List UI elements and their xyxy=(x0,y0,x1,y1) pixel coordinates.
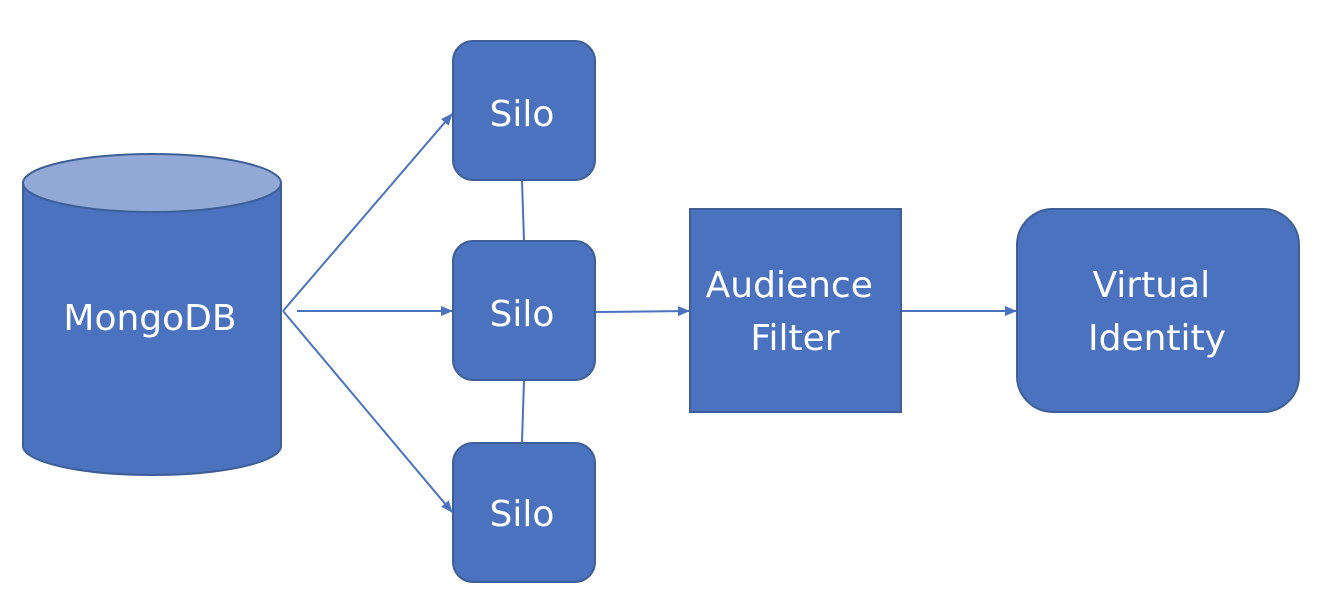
audience-filter-label-line-2: Filter xyxy=(750,318,839,359)
virtual-identity-box xyxy=(1016,208,1300,413)
silo-middle-box xyxy=(452,240,596,381)
silo-top-node: Silo xyxy=(452,40,596,181)
virtual-identity-label: Virtual Identity xyxy=(1088,265,1226,359)
mongodb-cylinder-body xyxy=(22,182,282,476)
mongodb-label: MongoDB xyxy=(63,298,236,339)
edge-silo-top-to-silo-middle xyxy=(521,180,525,242)
silo-bottom-box xyxy=(452,442,596,583)
mongodb-cylinder-top xyxy=(22,153,282,213)
silo-middle-label: Silo xyxy=(490,294,555,335)
audience-filter-label-line-1: Audience xyxy=(706,265,873,306)
edge-mongodb-to-silo-top xyxy=(282,113,453,312)
virtual-identity-node: Virtual Identity xyxy=(1016,208,1300,413)
audience-filter-box xyxy=(689,208,902,413)
audience-filter-node: Audience Filter xyxy=(689,208,902,413)
silo-middle-node: Silo xyxy=(452,240,596,381)
edge-silo-middle-to-audience-filter xyxy=(595,306,690,317)
silo-top-label: Silo xyxy=(490,94,555,135)
audience-filter-label: Audience Filter xyxy=(706,265,885,359)
mongodb-cylinder: MongoDB xyxy=(22,153,282,476)
silo-bottom-label: Silo xyxy=(490,494,555,535)
edge-silo-middle-to-silo-bottom xyxy=(521,380,525,443)
edges xyxy=(282,113,1017,513)
silo-top-box xyxy=(452,40,596,181)
silo-bottom-node: Silo xyxy=(452,442,596,583)
virtual-identity-label-line-2: Identity xyxy=(1088,318,1226,359)
virtual-identity-label-line-1: Virtual xyxy=(1092,265,1210,306)
edge-mongodb-to-silo-bottom xyxy=(282,310,453,513)
